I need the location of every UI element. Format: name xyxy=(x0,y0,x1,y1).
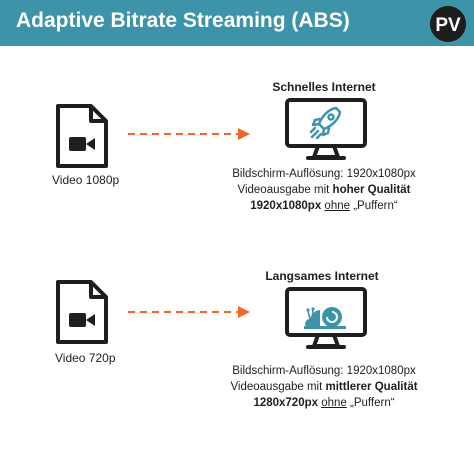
snail-icon xyxy=(304,307,346,329)
slow-description: Bildschirm-Auflösung: 1920x1080px Videoa… xyxy=(204,363,444,411)
slow-title: Langsames Internet xyxy=(265,269,379,283)
fast-quality-line: Videoausgabe mit hoher Qualität xyxy=(237,184,411,196)
slow-output-resolution: 1280x720px xyxy=(253,397,319,409)
fast-title: Schnelles Internet xyxy=(272,80,376,94)
slow-without: ohne xyxy=(321,397,347,409)
fast-description: Bildschirm-Auflösung: 1920x1080px Videoa… xyxy=(204,166,444,214)
video-file-icon xyxy=(56,104,108,168)
slow-quality-line: Videoausgabe mit mittlerer Qualität xyxy=(230,381,418,393)
slow-quality: mittlerer Qualität xyxy=(325,381,418,393)
slow-output-line: 1280x720px ohne „Puffern“ xyxy=(253,397,395,409)
fast-file-label: Video 1080p xyxy=(52,173,120,187)
monitor-icon xyxy=(285,98,367,160)
header-bar: Adaptive Bitrate Streaming (ABS) PV xyxy=(0,0,474,46)
fast-output-resolution: 1920x1080px xyxy=(250,200,322,212)
video-file-icon xyxy=(56,280,108,344)
fast-output-line: 1920x1080px ohne „Puffern“ xyxy=(250,200,398,212)
slow-file-label: Video 720p xyxy=(55,351,116,365)
fast-arrow xyxy=(128,128,250,140)
slow-resolution-line: Bildschirm-Auflösung: 1920x1080px xyxy=(232,365,416,377)
fast-resolution-line: Bildschirm-Auflösung: 1920x1080px xyxy=(232,168,416,180)
rocket-icon xyxy=(309,106,342,140)
page-title: Adaptive Bitrate Streaming (ABS) xyxy=(16,9,350,32)
pv-logo: PV xyxy=(430,6,466,42)
monitor-icon xyxy=(285,287,367,349)
logo-text: PV xyxy=(435,15,461,36)
slow-arrow xyxy=(128,306,250,318)
fast-without: ohne xyxy=(324,200,351,212)
fast-quality: hoher Qualität xyxy=(332,184,411,196)
